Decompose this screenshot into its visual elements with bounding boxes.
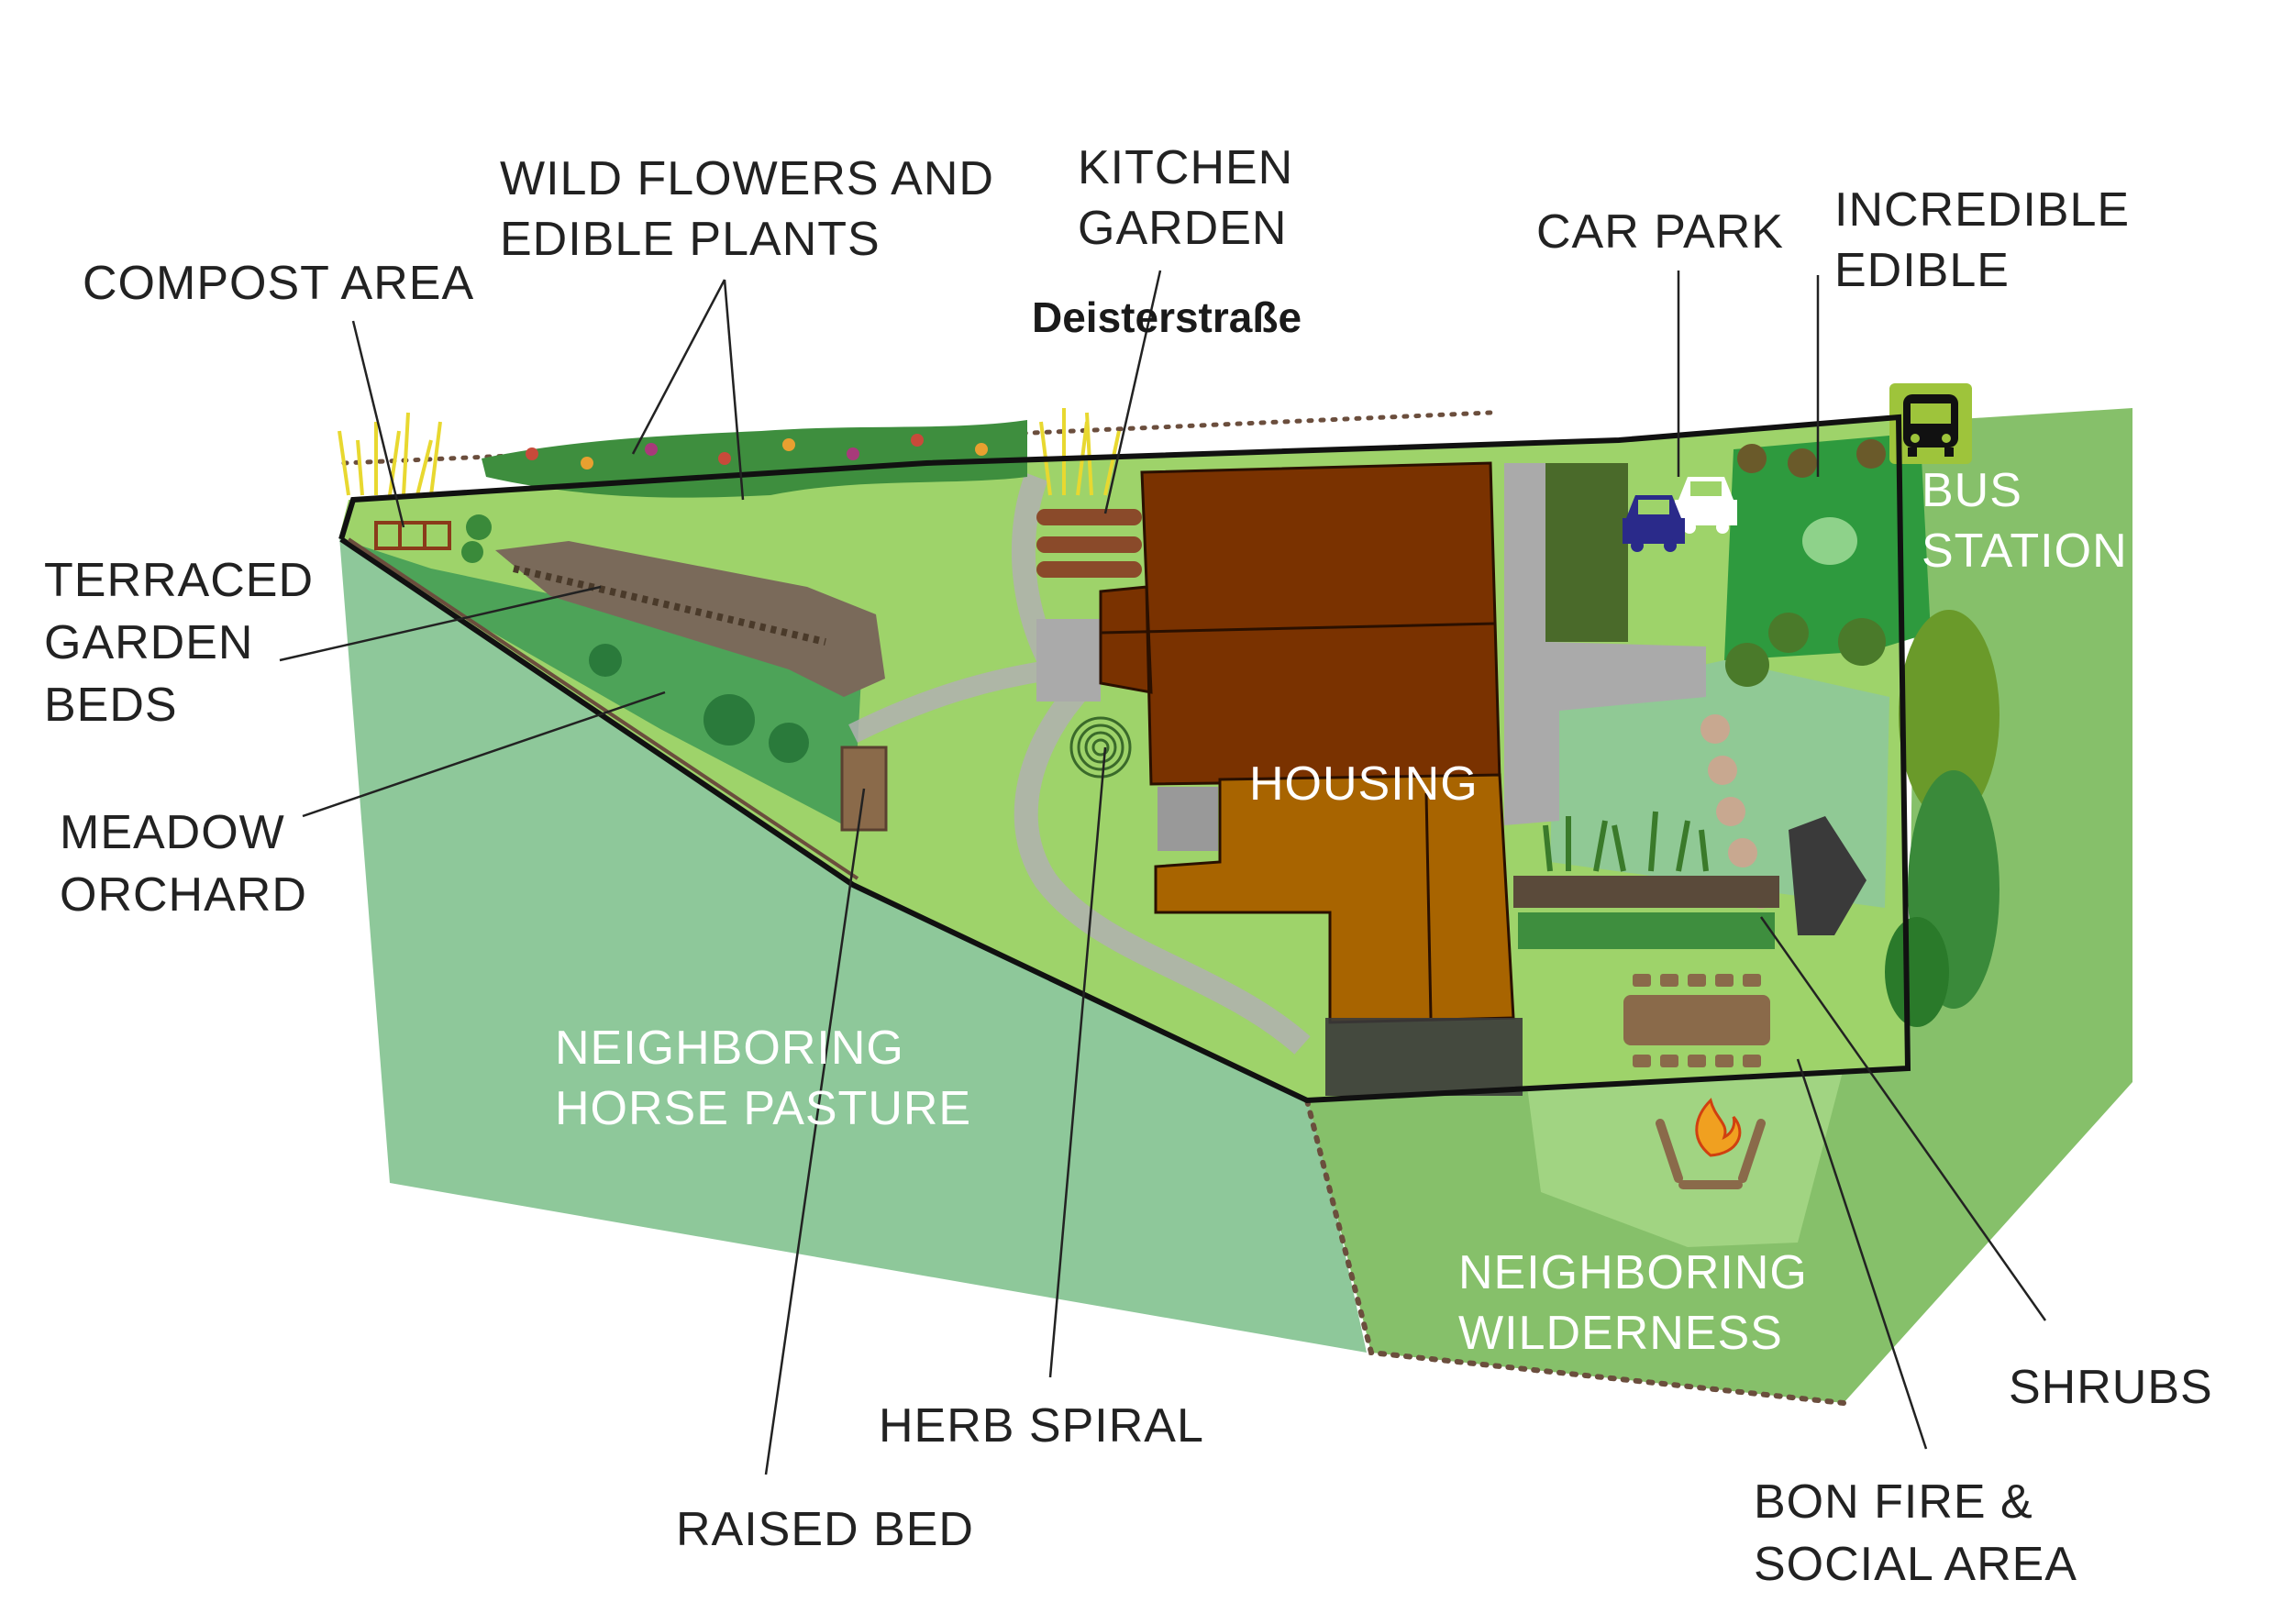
driveway — [1504, 463, 1706, 825]
leader-wildflowers-1 — [631, 279, 726, 455]
bus-station-label: BUS STATION — [1922, 464, 2128, 578]
meadow-orchard-label: MEADOW ORCHARD — [60, 806, 307, 922]
raised-bed-label: RAISED BED — [676, 1503, 974, 1556]
car-icon — [1623, 495, 1685, 552]
edible-shrub — [1768, 613, 1809, 653]
leader-meadow — [302, 690, 666, 818]
herb-spiral — [1069, 716, 1132, 779]
compost-area-label: COMPOST AREA — [83, 257, 474, 310]
edible-plant — [1788, 448, 1817, 478]
leader-wildflowers-2 — [723, 279, 745, 501]
leader-raised — [764, 788, 866, 1475]
bus-icon — [1889, 383, 1972, 464]
horse-pasture-area — [339, 536, 1367, 1353]
social-seats — [1633, 974, 1761, 1067]
terraced-beds-label: TERRACED GARDEN BEDS — [44, 554, 327, 732]
leader-kitchen — [1103, 270, 1162, 514]
incredible-edible-clearing — [1802, 517, 1857, 565]
incredible-edible-label: INCREDIBLE EDIBLE — [1834, 183, 2144, 297]
terrace-stone-wall — [513, 565, 826, 646]
social-table — [1623, 995, 1770, 1045]
edible-shrub — [1838, 618, 1886, 666]
housing-upper — [1099, 461, 1501, 786]
shrubs-tree-line — [1885, 610, 1999, 1027]
edible-plant — [1737, 444, 1767, 473]
entrance-steps — [1158, 787, 1218, 851]
kitchen-garden-bed — [1036, 536, 1142, 553]
bonfire-label: BON FIRE & SOCIAL AREA — [1754, 1475, 2077, 1591]
roof-ridge — [1100, 622, 1496, 635]
meadow-orchard-area — [341, 539, 862, 830]
property-boundary — [338, 414, 1911, 1104]
kitchen-garden-bed — [1036, 561, 1142, 578]
car-park-planting — [1545, 463, 1628, 642]
orchard-tree — [703, 694, 755, 746]
paved-area — [1036, 619, 1101, 702]
leader-shrubs — [1759, 916, 2047, 1321]
terraced-beds — [495, 541, 885, 697]
wildflower-dots — [526, 434, 988, 470]
car-icon — [1675, 477, 1737, 534]
leader-herb — [1048, 746, 1107, 1378]
edible-plant — [1856, 439, 1886, 469]
car-park-label: CAR PARK — [1536, 205, 1784, 259]
social-lawn — [1527, 1068, 1844, 1247]
housing-label: HOUSING — [1249, 757, 1479, 811]
edible-shrub — [1725, 643, 1769, 687]
shrub-bed — [1513, 811, 1779, 949]
housing-lower — [1154, 773, 1515, 1024]
kitchen-garden-label: KITCHEN GARDEN — [1078, 141, 1308, 255]
fire-icon — [1656, 1098, 1766, 1189]
compost-grass-tuft — [338, 412, 442, 496]
shrubs-label: SHRUBS — [2009, 1361, 2213, 1414]
horse-pasture-label: NEIGHBORING HORSE PASTURE — [555, 1022, 971, 1135]
kitchen-garden-bed — [1036, 509, 1142, 525]
wilderness-boundary — [1304, 1098, 1846, 1406]
wildflower-hedge — [482, 420, 1027, 498]
orchard-tree — [589, 644, 622, 677]
compost-area — [374, 514, 492, 563]
stone-bench — [1789, 816, 1867, 935]
leader-terraced — [279, 585, 602, 662]
street-name: Deisterstraße — [1032, 293, 1302, 341]
roof-ridge — [1424, 792, 1433, 1019]
wilderness-label: NEIGHBORING WILDERNESS — [1458, 1246, 1822, 1360]
garden-path — [848, 659, 1057, 743]
leader-compost — [351, 320, 405, 528]
orchard-tree — [769, 723, 809, 763]
wild-flowers-label: WILD FLOWERS AND EDIBLE PLANTS — [500, 152, 1008, 266]
property-boundary-inner — [347, 537, 859, 880]
herb-spiral-label: HERB SPIRAL — [879, 1399, 1204, 1453]
garden-path — [1011, 472, 1311, 1055]
leader-bonfire — [1796, 1058, 1928, 1450]
fence-wall — [1325, 1018, 1523, 1096]
